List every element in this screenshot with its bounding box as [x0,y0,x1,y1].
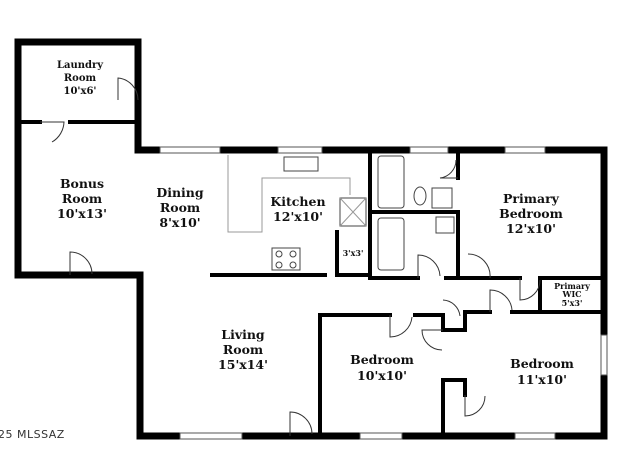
primary-wic-name-2: WIC [561,289,581,299]
kitchen-size: 12'x10' [273,209,323,224]
bonus-size: 10'x13' [57,206,107,221]
bath-fixtures [377,155,455,271]
bedroom-center-name: Bedroom [350,352,414,367]
bonus-name-2: Room [62,191,102,206]
windows [159,146,608,440]
room-laundry: Laundry Room 10'x6' [57,60,104,97]
pantry-size: 3'x3' [343,248,364,258]
room-dining: Dining Room 8'x10' [156,185,204,230]
primary-bedroom-name-2: Bedroom [499,206,563,221]
dining-name-2: Room [160,200,200,215]
room-kitchen: Kitchen 12'x10' [270,194,325,224]
room-primary-wic: Primary WIC 5'x3' [554,281,590,308]
mls-watermark: 25 MLSSAZ [0,428,65,441]
kitchen-fixtures [227,155,367,271]
bedroom-center-size: 10'x10' [357,368,407,383]
interior-walls [16,120,606,438]
room-bedroom-center: Bedroom 10'x10' [350,352,414,383]
kitchen-name: Kitchen [270,194,325,209]
bedroom-right-name: Bedroom [510,356,574,371]
primary-wic-name-1: Primary [554,281,590,291]
room-bonus: Bonus Room 10'x13' [57,176,107,221]
bedroom-right-size: 11'x10' [517,372,567,387]
laundry-name-2: Room [64,73,97,84]
doors [40,77,541,436]
dining-size: 8'x10' [159,215,200,230]
room-living: Living Room 15'x14' [218,327,268,372]
primary-bedroom-name-1: Primary [503,191,560,206]
primary-bedroom-size: 12'x10' [506,221,556,236]
room-primary-bedroom: Primary Bedroom 12'x10' [499,191,563,236]
bonus-name-1: Bonus [60,176,104,191]
room-bedroom-right: Bedroom 11'x10' [510,356,574,387]
laundry-name-1: Laundry [57,60,104,71]
living-name-1: Living [221,327,265,342]
living-name-2: Room [223,342,263,357]
primary-wic-size: 5'x3' [562,298,583,308]
dining-name-1: Dining [156,185,204,200]
living-size: 15'x14' [218,357,268,372]
laundry-size: 10'x6' [64,86,97,97]
room-pantry: 3'x3' [343,248,364,258]
